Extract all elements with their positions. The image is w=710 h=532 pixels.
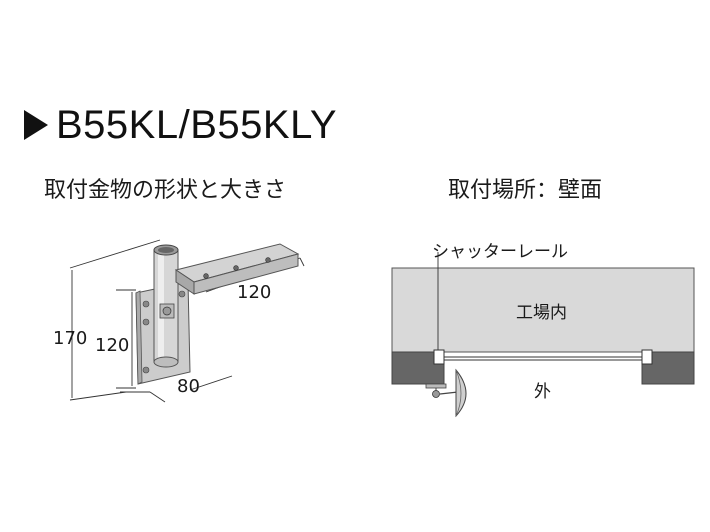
screw-hole [178, 290, 186, 298]
outside-label: 外 [534, 382, 551, 402]
factory-interior-area [391, 267, 695, 353]
model-title: B55KL/B55KLY [24, 100, 337, 150]
mounting-location-heading: 取付場所：壁面 [448, 178, 603, 203]
dimension-extension-line [69, 391, 127, 401]
bracket-shape-heading: 取付金物の形状と大きさ [44, 178, 287, 203]
screw-hole [142, 366, 150, 374]
dimension-extension-line [299, 257, 305, 267]
dimension-label-80: 80 [177, 376, 200, 397]
horizontal-arm [174, 243, 300, 295]
model-name: B55KL/B55KLY [56, 102, 338, 147]
mirror-unit [425, 368, 467, 418]
dimension-line-80 [149, 391, 166, 403]
factory-interior-label: 工場内 [516, 303, 567, 323]
dimension-line-80 [189, 375, 233, 391]
dimension-label-120-height: 120 [95, 335, 129, 356]
shutter-rail-block [433, 349, 445, 365]
screw-hole [142, 318, 150, 326]
shutter-rail-label: シャッターレール [432, 242, 568, 262]
dimension-extension-line [69, 239, 161, 269]
shutter-rail-block [641, 349, 653, 365]
screw-hole [142, 300, 150, 308]
dimension-label-120-arm: 120 [237, 282, 271, 303]
right-triangle-icon [24, 110, 48, 140]
dimension-label-170: 170 [53, 328, 87, 349]
clamp-knob [159, 303, 175, 319]
